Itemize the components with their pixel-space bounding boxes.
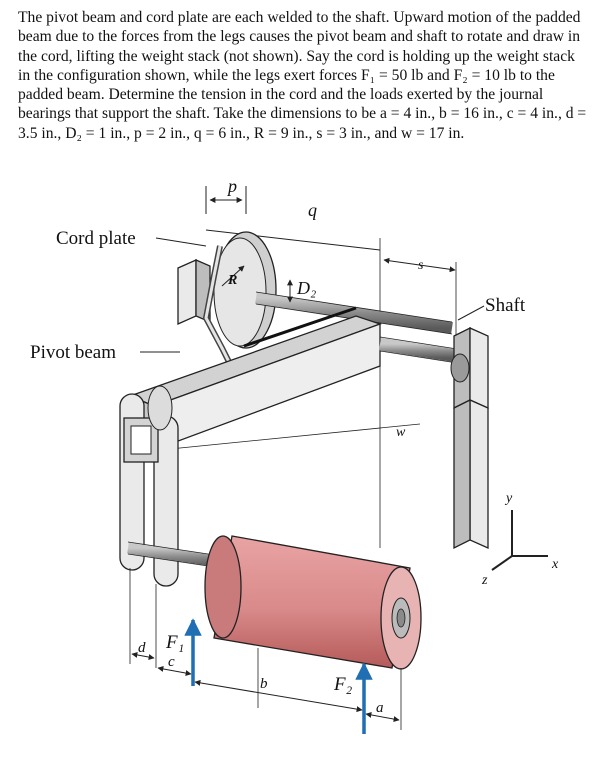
label-shaft: Shaft [485,295,526,316]
label-R: R [227,273,237,288]
label-a: a [376,700,384,716]
label-c: c [168,654,175,670]
label-pivot-beam-group: Pivot beam [30,342,180,363]
problem-statement: The pivot beam and cord plate are each w… [18,9,587,142]
cord-wrap [243,306,357,348]
dimension-q-line [205,229,381,251]
padded-beam [204,535,422,670]
label-shaft-group: Shaft [457,295,526,321]
label-F2: F₂ [333,674,353,695]
coordinate-axes: y x z [481,491,559,588]
force-F1: F₁ [165,618,202,686]
dimension-D2: D₂ [287,278,316,303]
pivot-beam-figure: p q s R D₂ [30,176,559,734]
dimension-w-line [159,423,421,451]
dimension-b: b [194,676,363,713]
label-pivot-beam: Pivot beam [30,342,116,363]
dimension-c: c [157,654,192,676]
axis-x-label: x [551,557,559,572]
label-w: w [396,425,406,440]
right-bracket [450,326,489,550]
axis-y-label: y [504,491,513,506]
label-D2: D₂ [296,278,316,298]
label-p: p [226,176,237,196]
label-d: d [138,640,146,656]
label-b: b [260,676,268,692]
label-s: s [418,258,424,273]
shaft-back [255,292,453,334]
label-F1: F₁ [165,632,184,653]
cord [202,245,235,370]
label-cord-plate-group: Cord plate [56,228,207,249]
axis-z-label: z [481,573,488,588]
label-q: q [308,200,317,220]
label-cord-plate: Cord plate [56,228,136,249]
leg-frame [119,385,179,587]
force-F2: F₂ [333,662,373,734]
dimension-d: d [131,640,155,660]
dimension-p: p [205,176,247,214]
cord-plate: R [213,231,277,349]
dimension-a: a [365,700,400,722]
